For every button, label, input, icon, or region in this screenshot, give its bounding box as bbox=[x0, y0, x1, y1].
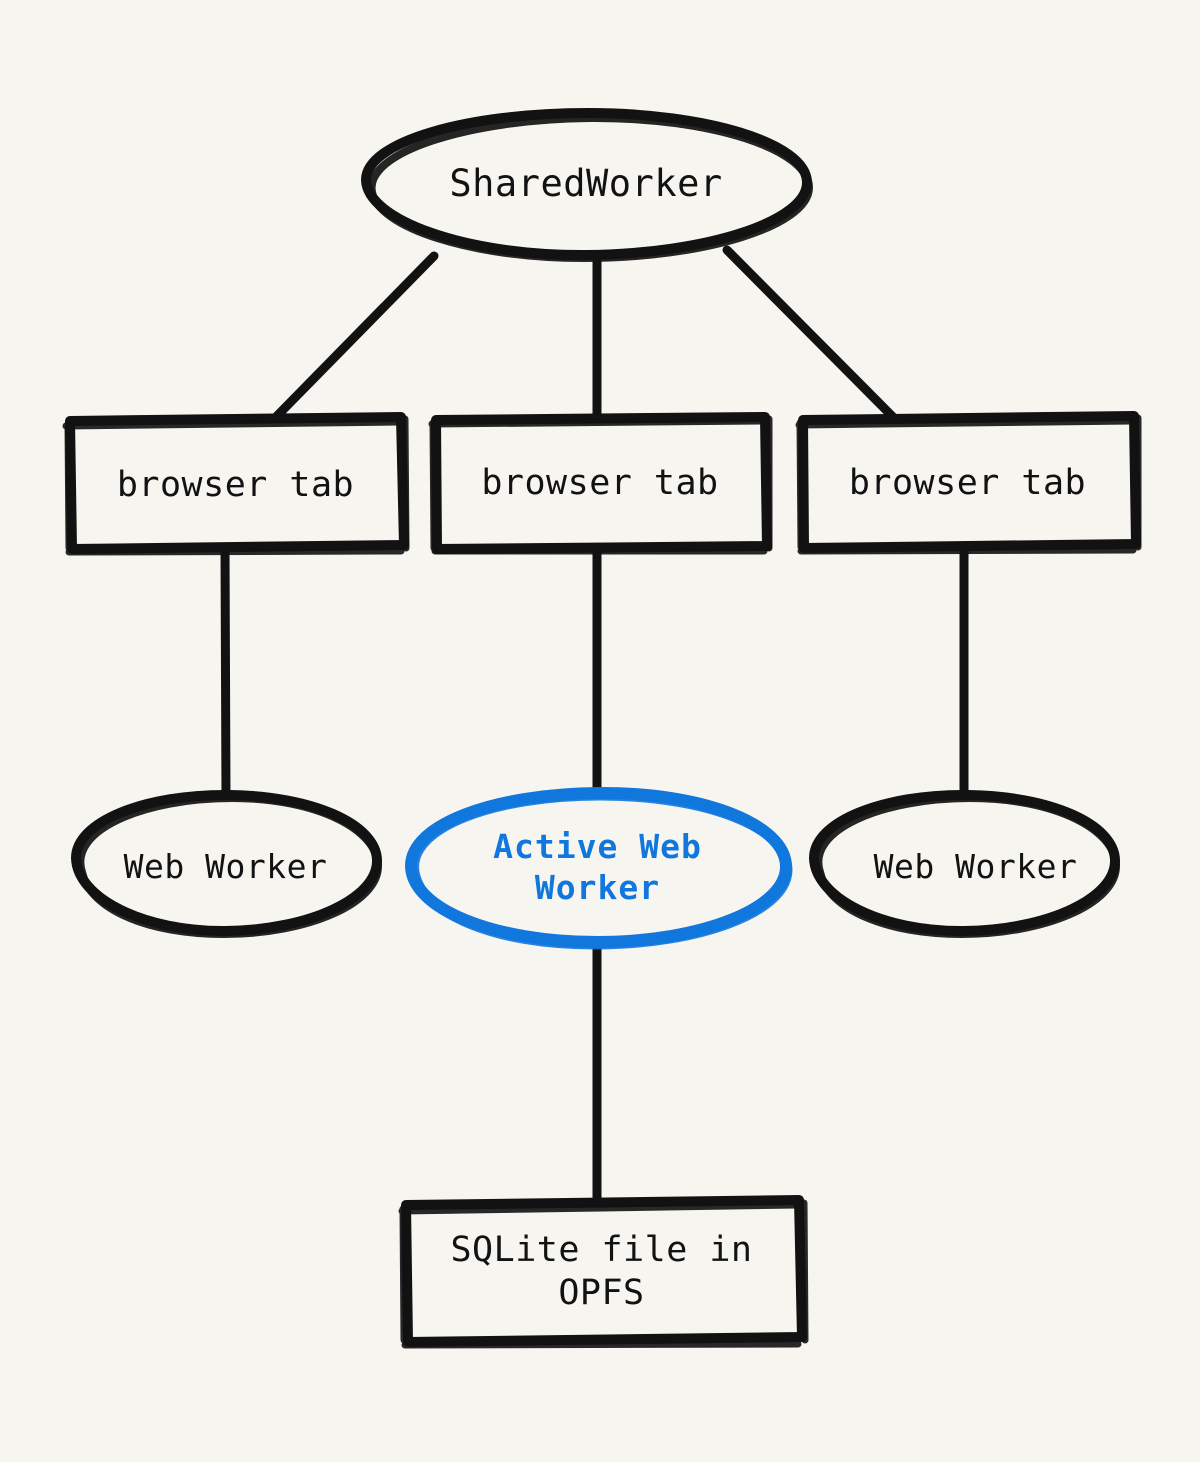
browser-tab-right-fill bbox=[800, 418, 1135, 548]
node-web-worker-left[interactable] bbox=[71, 789, 383, 938]
edge-layer bbox=[220, 245, 969, 1212]
active-web-worker-outline-sketch bbox=[410, 791, 793, 950]
web-worker-right-outline-sketch bbox=[814, 794, 1120, 938]
browser-tab-left-fill bbox=[68, 420, 403, 548]
node-browser-tab-left[interactable] bbox=[62, 412, 410, 556]
browser-tab-left-outline-sketch bbox=[62, 415, 410, 556]
node-sqlite-file[interactable] bbox=[398, 1195, 809, 1349]
web-worker-left-fill bbox=[74, 795, 378, 931]
node-shared-worker[interactable] bbox=[361, 108, 814, 262]
web-worker-right-fill bbox=[812, 795, 1116, 931]
active-web-worker-fill bbox=[410, 793, 784, 941]
sqlite-file-outline-sketch bbox=[398, 1199, 809, 1349]
edge-sharedworker-to-browser-tab-left bbox=[268, 251, 439, 425]
browser-tab-center-fill bbox=[434, 418, 766, 548]
shared-worker-outline-sketch bbox=[367, 113, 814, 262]
edge-sharedworker-to-browser-tab-right bbox=[722, 245, 901, 425]
node-browser-tab-right[interactable] bbox=[795, 411, 1142, 555]
node-browser-tab-center[interactable] bbox=[428, 412, 773, 555]
shared-worker-fill bbox=[364, 114, 808, 254]
browser-tab-center-outline-sketch bbox=[428, 415, 773, 555]
edge-browser-tab-left-to-web-worker-left bbox=[220, 543, 231, 805]
browser-tab-right-outline-sketch bbox=[795, 414, 1142, 555]
sqlite-file-fill bbox=[403, 1203, 800, 1340]
node-web-worker-right[interactable] bbox=[809, 789, 1121, 938]
web-worker-left-outline-sketch bbox=[76, 794, 382, 938]
node-active-web-worker[interactable] bbox=[405, 786, 793, 950]
